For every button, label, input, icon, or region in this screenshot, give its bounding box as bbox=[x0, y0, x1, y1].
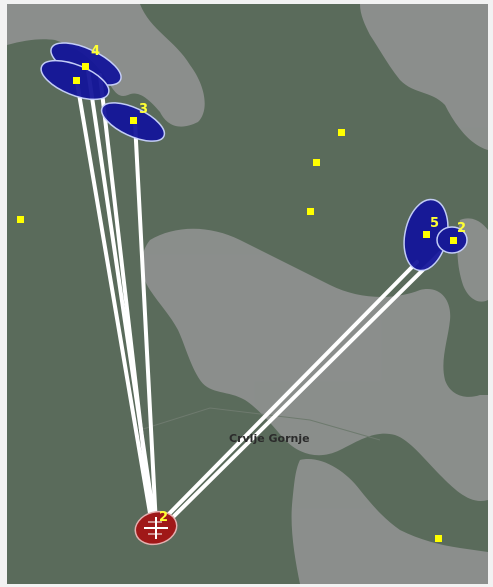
faint-road bbox=[139, 407, 381, 441]
connection-line bbox=[158, 260, 419, 525]
red-origin-marker bbox=[144, 517, 168, 539]
connection-lines bbox=[75, 68, 442, 527]
yellow-square-marker[interactable] bbox=[338, 129, 345, 136]
yellow-square-marker[interactable] bbox=[307, 208, 314, 215]
connection-line bbox=[133, 120, 158, 527]
connection-line bbox=[98, 73, 154, 527]
terrain-light-top-right bbox=[360, 4, 488, 150]
connection-line bbox=[75, 80, 154, 527]
yellow-markers bbox=[17, 63, 457, 542]
cluster-label-4: 4 bbox=[91, 44, 100, 59]
yellow-square-marker[interactable] bbox=[82, 63, 89, 70]
yellow-square-marker[interactable] bbox=[435, 535, 442, 542]
cluster-label-2: 2 bbox=[457, 221, 466, 236]
connection-line bbox=[163, 251, 442, 527]
yellow-square-marker[interactable] bbox=[423, 231, 430, 238]
yellow-square-marker[interactable] bbox=[17, 216, 24, 223]
cluster-label-3: 3 bbox=[139, 102, 148, 117]
yellow-square-marker[interactable] bbox=[130, 117, 137, 124]
yellow-square-marker[interactable] bbox=[313, 159, 320, 166]
terrain-light-bottom bbox=[291, 459, 488, 584]
place-name-label: Crvlje Gornje bbox=[229, 432, 310, 445]
yellow-square-marker[interactable] bbox=[450, 237, 457, 244]
origin-label: 2 bbox=[159, 510, 168, 525]
cluster-label-5: 5 bbox=[430, 216, 439, 231]
yellow-square-marker[interactable] bbox=[73, 77, 80, 84]
cluster-labels: 4 3 5 2 2 bbox=[91, 44, 466, 525]
